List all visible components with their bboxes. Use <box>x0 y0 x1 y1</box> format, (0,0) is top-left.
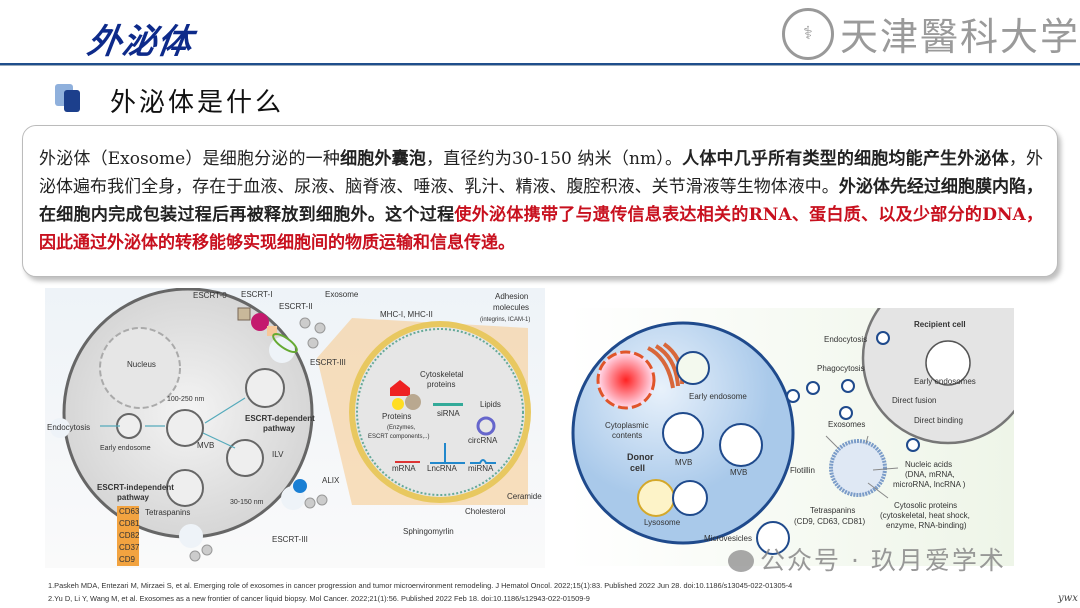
text-segment-red: 使外泌体携带了与遗传信息表达相关的RNA、蛋白质、以及少部分的DNA，因此通过外… <box>39 205 1044 253</box>
label-ceramide: Ceramide <box>507 492 542 501</box>
text-segment: ，外泌体遍布我们全身，存在于血液、尿液、脑脊液、唾液、乳汁、精液、腹腔积液、关节… <box>39 149 1044 197</box>
label-microvesicles: Microvesicles <box>704 534 753 543</box>
label-escrt-iii: ESCRT-III <box>310 358 346 367</box>
label-exosomes: Exosomes <box>828 420 866 429</box>
transfer-diagram <box>571 308 1014 555</box>
text-segment-bold: 细胞外囊泡 <box>340 149 427 169</box>
label-mvb-2: MVB <box>730 468 748 477</box>
university-name: 天津醫科大学 <box>840 15 1080 59</box>
biogenesis-diagram <box>50 288 531 562</box>
label-cytosolic-types: (cytoskeletal, heat shock, <box>880 511 970 520</box>
label-escrt-iii-2: ESCRT-III <box>272 535 308 544</box>
label-adhesion: Adhesion <box>495 292 529 301</box>
watermark: 公众号 · 玖月爱学术 <box>728 546 1006 576</box>
reference-1: 1.Paskeh MDA, Entezari M, Mirzaei S, et … <box>48 581 793 590</box>
text-segment-bold: 外泌体先经过细胞膜内陷，在细胞内完成包装过程后再被释放到细胞外。这个过程 <box>39 177 1044 225</box>
label-direct-fusion: Direct fusion <box>892 396 937 405</box>
label-exosome: Exosome <box>325 290 359 299</box>
label-mhc: MHC-I, MHC-II <box>380 310 433 319</box>
label-lysosome: Lysosome <box>644 518 681 527</box>
label-proteins-1: proteins <box>427 380 456 389</box>
label-proteins: Proteins <box>382 412 412 421</box>
label-size-30-150: 30-150 nm <box>230 499 264 506</box>
reference-2: 2.Yu D, Li Y, Wang M, et al. Exosomes as… <box>48 594 590 603</box>
label-mirna: miRNA <box>468 464 494 473</box>
label-circrna: circRNA <box>468 436 498 445</box>
watermark-text: 公众号 · 玖月爱学术 <box>760 546 1006 575</box>
label-tetraspanins-types: (CD9, CD63, CD81) <box>794 517 866 526</box>
text-segment-bold: 人体中几乎所有类型的细胞均能产生外泌体 <box>682 149 1009 169</box>
label-ilv: ILV <box>272 450 284 459</box>
label-mrna: mRNA <box>392 464 416 473</box>
label-enzymes: (Enzymes, <box>387 425 416 431</box>
university-logo: ⚕ 天津醫科大学 <box>782 6 1080 61</box>
label-size-100-250: 100-250 nm <box>167 396 205 403</box>
author-signature: ywx <box>1058 593 1078 604</box>
label-cell: cell <box>630 463 646 473</box>
label-phagocytosis: Phagocytosis <box>817 364 865 373</box>
tetraspanin-item: CD63 <box>117 506 140 518</box>
label-contents: contents <box>612 431 643 440</box>
text-segment: 外泌体（Exosome）是细胞分泌的一种 <box>39 149 341 169</box>
label-lipids: Lipids <box>480 400 501 409</box>
label-cholesterol: Cholesterol <box>465 507 506 516</box>
label-integrins: (integrins, ICAM-1) <box>480 317 531 323</box>
label-endocytosis: Endocytosis <box>47 423 91 432</box>
label-donor: Donor <box>627 452 654 462</box>
label-nucleus: Nucleus <box>127 360 156 369</box>
label-mvb: MVB <box>197 441 215 450</box>
label-cytoskeletal: Cytoskeletal <box>420 370 464 379</box>
university-seal-icon: ⚕ <box>782 7 834 60</box>
label-tetraspanins: Tetraspanins <box>145 508 191 517</box>
label-early-endosomes: Early endosomes <box>914 377 976 386</box>
label-nucleic-acids-types-2: microRNA, lncRNA ) <box>893 480 966 489</box>
label-lncrna: LncRNA <box>427 464 457 473</box>
tetraspanin-item: CD37 <box>117 542 140 554</box>
definition-paragraph: 外泌体（Exosome）是细胞分泌的一种细胞外囊泡，直径约为30-150 纳米（… <box>39 145 1043 257</box>
header-divider <box>0 63 1080 66</box>
tetraspanin-list: CD63 CD81 CD82 CD37 CD9 <box>117 506 139 566</box>
label-flotillin: Flotillin <box>790 466 815 475</box>
label-nucleic-acids: Nucleic acids <box>905 460 953 469</box>
label-nucleic-acids-types: (DNA, mRNA, <box>905 470 955 479</box>
label-cytosolic-proteins: Cytosolic proteins <box>894 501 958 510</box>
label-mvb-1: MVB <box>675 458 693 467</box>
label-alix: ALIX <box>322 476 340 485</box>
tetraspanin-item: CD82 <box>117 530 140 542</box>
tetraspanin-item: CD9 <box>117 554 139 566</box>
slide-title: 外泌体 <box>84 22 196 62</box>
label-early-endosome: Early endosome <box>689 392 747 401</box>
label-cytosolic-types-2: enzyme, RNA-binding) <box>886 521 967 530</box>
label-molecules: molecules <box>493 303 530 312</box>
label-escrt-ii: ESCRT-II <box>279 302 313 311</box>
label-endocytosis: Endocytosis <box>824 335 868 344</box>
label-escrt-0: ESCRT-0 <box>193 291 227 300</box>
label-tetraspanins: Tetraspanins <box>810 506 856 515</box>
section-bullet-icon <box>55 82 85 112</box>
label-escrt-components: ESCRT components,..) <box>368 434 430 440</box>
label-escrt-dependent: ESCRT-dependent <box>245 414 315 423</box>
label-pathway: pathway <box>263 424 296 433</box>
exosome-transfer-figure: Recipient cell Endocytosis Phagocytosis … <box>568 308 1014 566</box>
label-direct-binding: Direct binding <box>914 416 963 425</box>
text-segment: ，直径约为30-150 纳米（nm）。 <box>426 149 683 169</box>
exosome-biogenesis-figure: ESCRT-0 ESCRT-I ESCRT-II Exosome ESCRT-I… <box>45 288 545 568</box>
tetraspanin-item: CD81 <box>117 518 140 530</box>
section-title: 外泌体是什么 <box>110 88 285 118</box>
label-cytoplasmic: Cytoplasmic <box>605 421 649 430</box>
wechat-icon <box>728 550 754 572</box>
label-escrt-i: ESCRT-I <box>241 290 273 299</box>
label-escrt-independent: ESCRT-independent <box>97 483 174 492</box>
label-sphingomyelin: Sphingomyrlin <box>403 527 454 536</box>
definition-textbox: 外泌体（Exosome）是细胞分泌的一种细胞外囊泡，直径约为30-150 纳米（… <box>22 125 1058 277</box>
label-early-endosome: Early endosome <box>100 445 151 452</box>
label-sirna: siRNA <box>437 409 460 418</box>
label-pathway-2: pathway <box>117 493 150 502</box>
label-recipient-cell: Recipient cell <box>914 320 966 329</box>
